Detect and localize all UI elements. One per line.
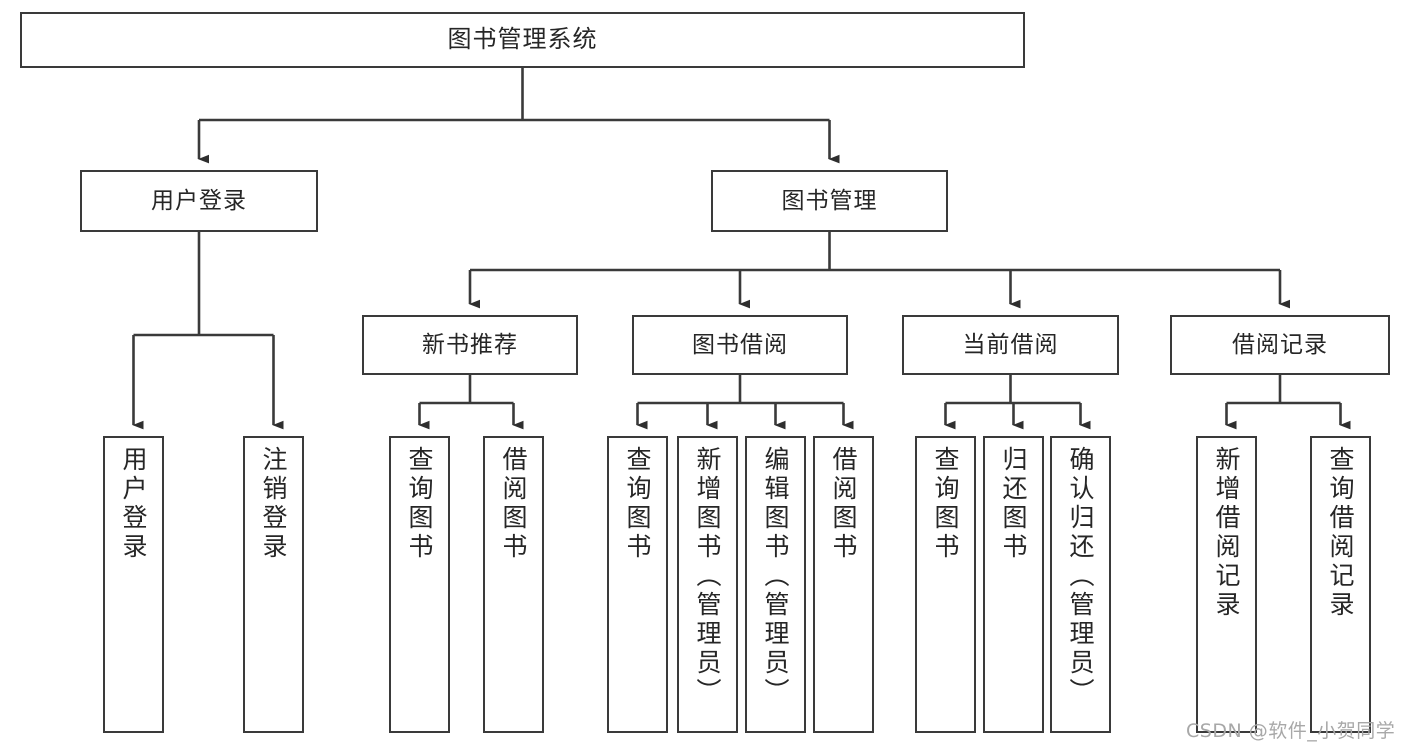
node-leaf-7: 借阅图书: [813, 436, 874, 733]
node-leaf-0: 用户登录: [103, 436, 164, 733]
node-label: 图书管理: [781, 187, 878, 214]
node-label: 查询图书: [623, 446, 652, 562]
node-leaf-5: 新增图书（管理员）: [677, 436, 738, 733]
watermark: CSDN @软件_小贺同学: [1186, 720, 1396, 742]
node-leaf-12: 查询借阅记录: [1310, 436, 1371, 733]
node-label: 图书管理系统: [447, 25, 598, 54]
node-leaf-8: 查询图书: [915, 436, 976, 733]
node-level2-用户登录: 用户登录: [80, 170, 318, 232]
node-label: 借阅记录: [1232, 331, 1328, 358]
node-label: 借阅图书: [499, 446, 528, 562]
node-label: 借阅图书: [829, 446, 858, 562]
node-leaf-11: 新增借阅记录: [1196, 436, 1257, 733]
node-label: 新增借阅记录: [1212, 446, 1241, 620]
node-level3-新书推荐: 新书推荐: [362, 315, 578, 375]
node-label: 图书借阅: [692, 331, 788, 358]
node-leaf-2: 查询图书: [389, 436, 450, 733]
node-root-图书管理系统: 图书管理系统: [20, 12, 1025, 68]
node-leaf-6: 编辑图书（管理员）: [745, 436, 806, 733]
node-label: 归还图书: [999, 446, 1028, 562]
node-leaf-9: 归还图书: [983, 436, 1044, 733]
node-label: 编辑图书（管理员）: [761, 446, 790, 707]
node-leaf-3: 借阅图书: [483, 436, 544, 733]
node-level3-图书借阅: 图书借阅: [632, 315, 848, 375]
node-leaf-1: 注销登录: [243, 436, 304, 733]
node-leaf-10: 确认归还（管理员）: [1050, 436, 1111, 733]
node-label: 确认归还（管理员）: [1066, 446, 1095, 707]
node-label: 新增图书（管理员）: [693, 446, 722, 707]
node-label: 用户登录: [119, 446, 148, 562]
node-leaf-4: 查询图书: [607, 436, 668, 733]
node-label: 查询借阅记录: [1326, 446, 1355, 620]
node-level2-图书管理: 图书管理: [711, 170, 948, 232]
node-label: 用户登录: [151, 187, 247, 214]
node-label: 注销登录: [259, 446, 288, 562]
node-label: 查询图书: [405, 446, 434, 562]
node-label: 查询图书: [931, 446, 960, 562]
node-level3-当前借阅: 当前借阅: [902, 315, 1119, 375]
node-level3-借阅记录: 借阅记录: [1170, 315, 1390, 375]
node-label: 当前借阅: [962, 331, 1059, 358]
node-label: 新书推荐: [422, 331, 518, 358]
